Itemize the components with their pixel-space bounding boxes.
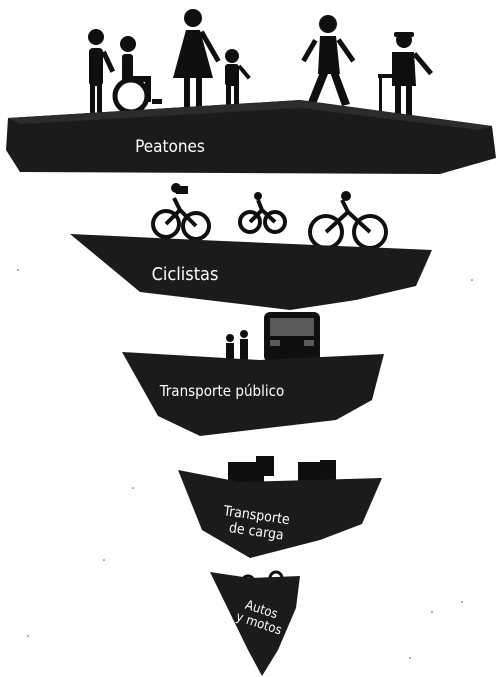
label-transporte-publico: Transporte público [159, 382, 285, 400]
level-transporte-carga: Transporte de carga [178, 456, 382, 558]
level-autos-motos: Autos y motos [210, 570, 300, 676]
level-ciclistas: Ciclistas [70, 183, 432, 310]
label-ciclistas: Ciclistas [152, 264, 219, 285]
pedestrians-icon [88, 9, 434, 116]
slab-ciclistas [70, 234, 432, 310]
slab-transporte-publico [122, 352, 384, 436]
slab-peatones [6, 100, 496, 174]
bus-icon [226, 312, 320, 362]
level-transporte-publico: Transporte público [122, 312, 384, 436]
scan-speckles [17, 269, 473, 659]
level-peatones: Peatones [6, 9, 496, 174]
slab-transporte-carga [178, 470, 382, 558]
cyclists-icon [151, 183, 388, 250]
label-peatones: Peatones [135, 137, 205, 157]
slab-autos-motos [210, 572, 300, 676]
